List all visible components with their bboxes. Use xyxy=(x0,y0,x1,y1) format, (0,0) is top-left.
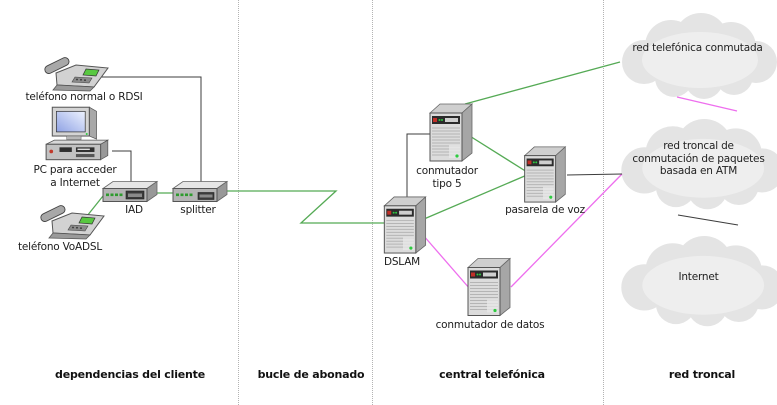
modem-icon xyxy=(101,180,159,203)
link-pstn-atm-clouds xyxy=(676,96,738,112)
cloud-icon xyxy=(621,118,777,210)
cloud-internet-label: Internet xyxy=(678,271,719,283)
phone-rdsi-label: teléfono normal o RDSI xyxy=(25,91,143,103)
section-label-trunk-network: red troncal xyxy=(668,368,736,381)
link-data-switch-atm-cloud xyxy=(510,173,623,288)
cloud-icon xyxy=(621,235,777,327)
link-splitter-dslam xyxy=(225,190,384,224)
link-switch5-pstn-cloud xyxy=(464,61,621,105)
link-voice-gateway-atm-cloud xyxy=(566,173,623,176)
pc-icon xyxy=(45,106,110,161)
modem-icon xyxy=(171,180,229,203)
server-icon xyxy=(466,257,512,317)
desk-phone-icon xyxy=(44,57,109,92)
link-switch5-voice-gateway xyxy=(464,132,528,173)
section-label-subscriber-loop: bucle de abonado xyxy=(257,368,365,381)
pc-label: PC para acceder a Internet xyxy=(33,164,117,189)
link-atm-internet-clouds xyxy=(677,214,739,226)
splitter-label: splitter xyxy=(180,204,216,216)
cloud-icon xyxy=(622,13,777,99)
section-divider xyxy=(603,0,604,405)
dslam-label: DSLAM xyxy=(383,256,421,268)
link-pc-iad xyxy=(112,150,132,183)
switch5-label: conmutador tipo 5 xyxy=(416,165,478,190)
section-label-customer-premises: dependencias del cliente xyxy=(55,368,205,381)
server-icon xyxy=(383,196,427,254)
cloud-atm-label: red troncal de conmutación de paquetes b… xyxy=(632,140,765,177)
link-dslam-voice-gateway xyxy=(423,174,528,220)
cloud-pstn-label: red telefónica conmutada xyxy=(632,42,763,54)
desk-phone-icon xyxy=(40,205,105,240)
voice-gateway-label: pasarela de voz xyxy=(505,204,585,216)
phone-voadsl-label: teléfono VoADSL xyxy=(17,241,103,253)
server-icon xyxy=(428,103,474,162)
server-icon xyxy=(523,146,567,203)
link-dslam-data-switch xyxy=(422,234,471,290)
section-label-central-office: central telefónica xyxy=(439,368,545,381)
section-divider xyxy=(372,0,373,405)
data-switch-label: conmutador de datos xyxy=(435,319,545,331)
iad-label: IAD xyxy=(125,204,143,216)
link-switch5-dslam xyxy=(406,133,430,199)
link-phone-rdsi-splitter xyxy=(86,76,202,183)
section-divider xyxy=(238,0,239,405)
